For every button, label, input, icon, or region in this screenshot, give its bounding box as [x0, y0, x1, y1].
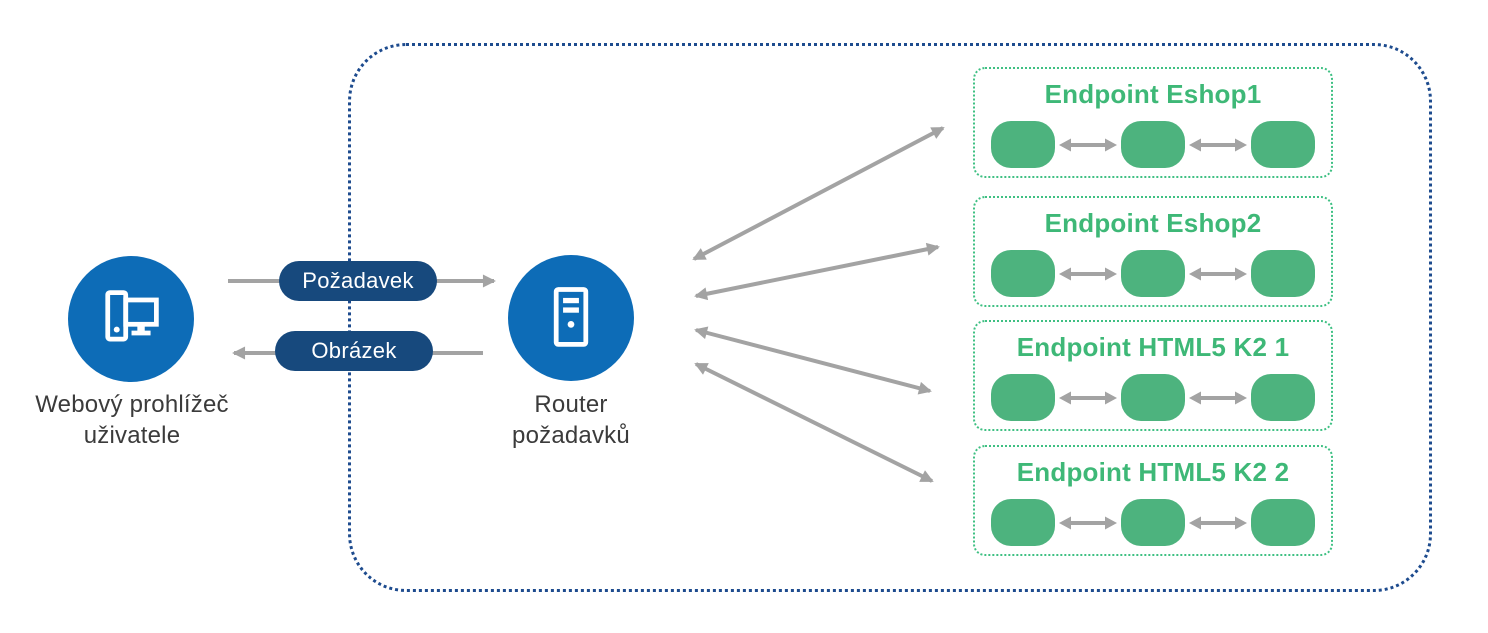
endpoint-node: [991, 499, 1055, 546]
endpoint-box-eshop1: Endpoint Eshop1: [973, 67, 1333, 178]
endpoint-title: Endpoint Eshop1: [1044, 79, 1262, 109]
router-endpoint4-arrow: [694, 362, 934, 483]
endpoint-node: [1121, 499, 1185, 546]
endpoint-node: [1251, 121, 1315, 168]
endpoint-node: [1121, 374, 1185, 421]
node-link-arrow: [1059, 516, 1117, 529]
browser-label: Webový prohlížeč uživatele: [7, 389, 257, 451]
endpoint-title: Endpoint Eshop2: [1044, 208, 1262, 238]
endpoint-node: [991, 374, 1055, 421]
browser-label-line1: Webový prohlížeč: [35, 391, 229, 418]
router-endpoint1-arrow: [692, 126, 945, 261]
router-label-line1: Router: [534, 391, 608, 418]
endpoint-node: [991, 250, 1055, 297]
endpoint-box-html5-k2-1: Endpoint HTML5 K2 1: [973, 320, 1333, 431]
router-node: [508, 255, 634, 381]
endpoint-node: [1251, 250, 1315, 297]
node-link-arrow: [1189, 516, 1247, 529]
endpoint-node: [1121, 121, 1185, 168]
node-link-arrow: [1189, 267, 1247, 280]
browser-node: [68, 256, 194, 382]
endpoint-title: Endpoint HTML5 K2 2: [1016, 457, 1290, 487]
endpoint-box-html5-k2-2: Endpoint HTML5 K2 2: [973, 445, 1333, 556]
endpoint-node: [1121, 250, 1185, 297]
browser-label-line2: uživatele: [83, 422, 181, 449]
node-link-arrow: [1189, 391, 1247, 404]
router-label: Router požadavků: [481, 389, 661, 451]
response-pill: Obrázek: [275, 331, 433, 371]
request-pill-label: Požadavek: [302, 268, 414, 293]
endpoint-box-eshop2: Endpoint Eshop2: [973, 196, 1333, 307]
endpoint-node: [1251, 374, 1315, 421]
router-label-line2: požadavků: [512, 422, 630, 449]
desktop-computer-icon: [105, 290, 159, 342]
node-link-arrow: [1189, 138, 1247, 151]
node-link-arrow: [1059, 267, 1117, 280]
server-tower-icon: [553, 287, 589, 347]
endpoint-title: Endpoint HTML5 K2 1: [1016, 332, 1290, 362]
endpoint-node-row: [991, 121, 1315, 168]
endpoint-node-row: [991, 499, 1315, 546]
routing-container-border: [348, 43, 1432, 592]
node-link-arrow: [1059, 391, 1117, 404]
endpoint-node-row: [991, 250, 1315, 297]
endpoint-node: [1251, 499, 1315, 546]
endpoint-node-row: [991, 374, 1315, 421]
node-link-arrow: [1059, 138, 1117, 151]
request-pill: Požadavek: [279, 261, 437, 301]
endpoint-node: [991, 121, 1055, 168]
response-pill-label: Obrázek: [311, 338, 397, 363]
router-endpoint2-arrow: [694, 242, 940, 301]
